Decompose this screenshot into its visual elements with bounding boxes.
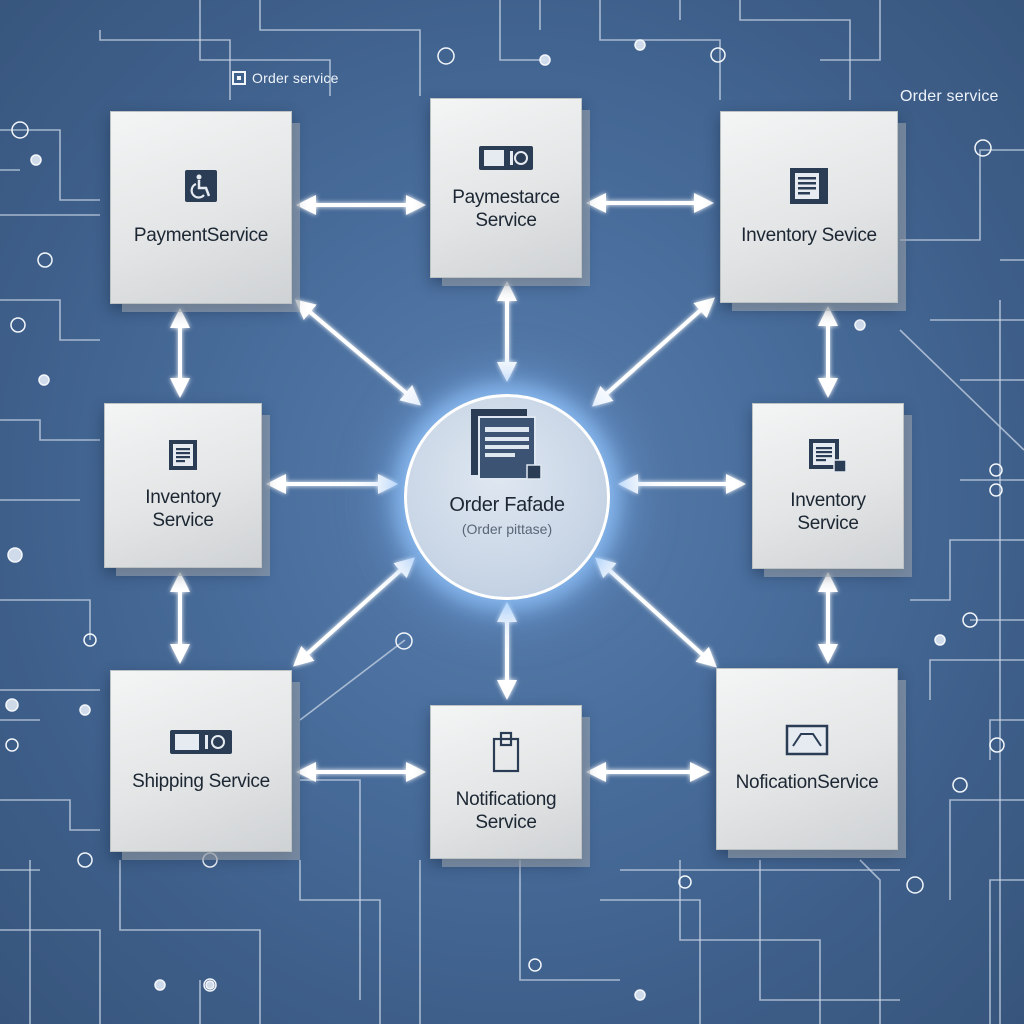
- package-icon: [491, 731, 521, 778]
- inventory-service-mid-left-node[interactable]: Inventory Service: [104, 403, 262, 568]
- arrow-facade-shipping: [293, 557, 415, 667]
- document-icon: [168, 439, 198, 476]
- card-icon: [478, 145, 534, 176]
- chip-icon: [232, 71, 246, 85]
- inventory-service-top-right-node[interactable]: Inventory Sevice: [720, 111, 898, 303]
- notification-service-bottom-center-node[interactable]: Notificationg Service: [430, 705, 582, 859]
- envelope-icon: [785, 724, 829, 761]
- payment-service-label: PaymentService: [133, 224, 269, 246]
- card-icon: [169, 729, 233, 760]
- order-facade-hub[interactable]: Order Fafade (Order pittase): [404, 394, 610, 600]
- document-stack-icon: [469, 407, 545, 488]
- paymestarce-service-label: Paymestarce Service: [452, 186, 560, 231]
- payment-service-node[interactable]: PaymentService: [110, 111, 292, 304]
- corner-label-top-left-text: Order service: [252, 70, 339, 86]
- inventory-service-mid-right-label: Inventory Service: [790, 489, 866, 534]
- inventory-service-mid-right-node[interactable]: Inventory Service: [752, 403, 904, 569]
- shipping-service-label: Shipping Service: [132, 771, 270, 792]
- notification-service-bottom-center-label: Notificationg Service: [455, 788, 557, 833]
- arrow-payment-facade: [294, 299, 422, 406]
- paymestarce-service-node[interactable]: Paymestarce Service: [430, 98, 582, 278]
- order-facade-title: Order Fafade: [449, 494, 565, 516]
- notification-service-bottom-right-label: NoficationService: [735, 772, 879, 793]
- arrow-facade-notification-right: [595, 557, 717, 668]
- inventory-service-top-right-label: Inventory Sevice: [741, 225, 877, 246]
- corner-label-top-right: Order service: [900, 88, 999, 105]
- document-icon: [808, 438, 848, 479]
- document-icon: [789, 167, 829, 210]
- shipping-service-node[interactable]: Shipping Service: [110, 670, 292, 852]
- corner-label-top-left: Order service: [232, 70, 339, 86]
- order-facade-subtitle: (Order pittase): [461, 521, 553, 537]
- notification-service-bottom-right-node[interactable]: NoficationService: [716, 668, 898, 850]
- arrow-inventory-tr-facade: [592, 297, 715, 407]
- inventory-service-mid-left-label: Inventory Service: [145, 487, 221, 531]
- accessibility-icon: [184, 169, 218, 208]
